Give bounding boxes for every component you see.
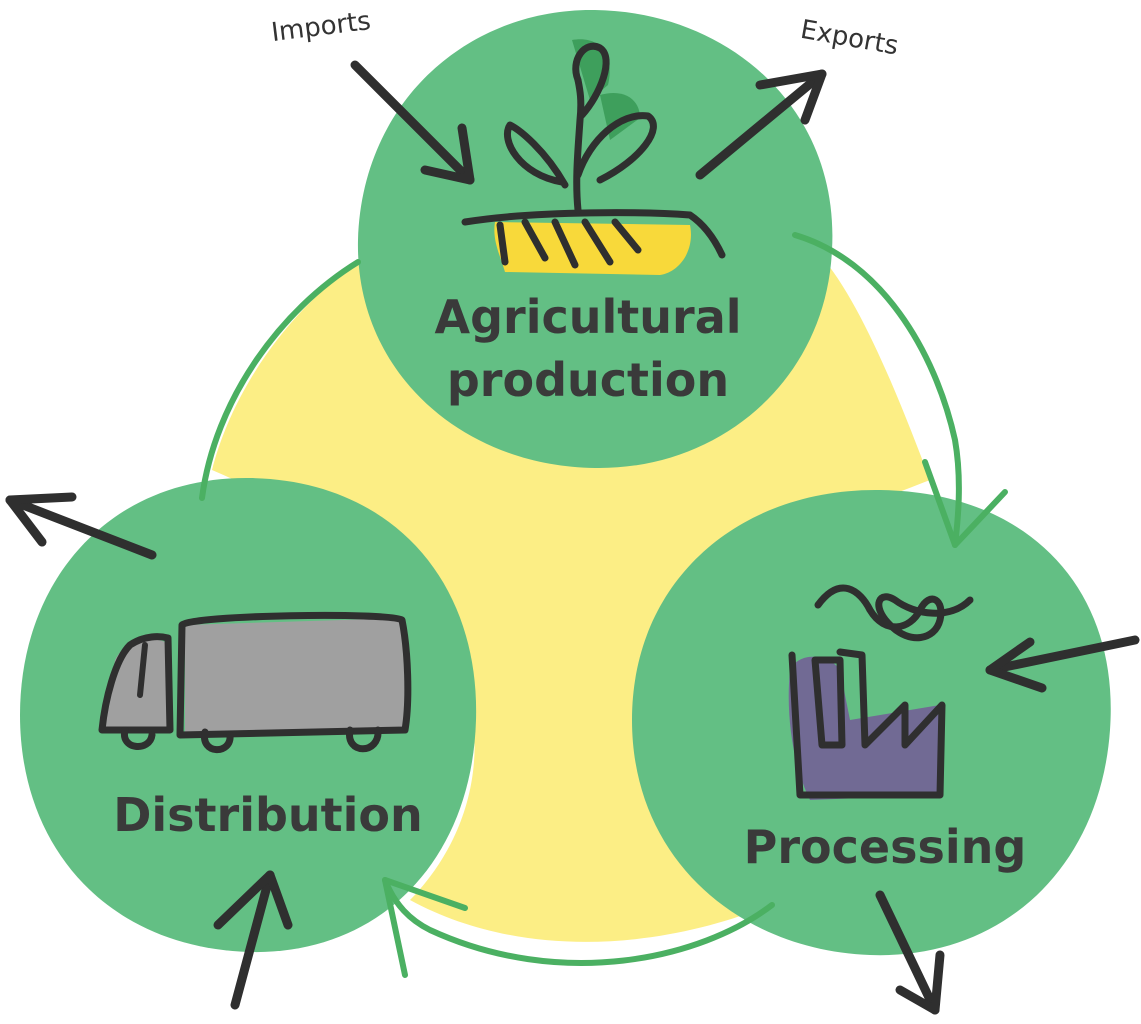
cycle-arrow-line <box>792 232 962 548</box>
cycle-arrow-line <box>199 259 361 501</box>
cycle-arrow-line <box>382 877 775 966</box>
import-arrow-distribution <box>213 870 293 1010</box>
plant-icon <box>461 39 726 275</box>
import-arrow-agri <box>350 60 475 185</box>
export-arrow-distribution <box>5 492 157 560</box>
node-label-agricultural-line2: production <box>447 353 729 407</box>
node-label-agricultural: Agricultural <box>435 290 742 344</box>
flow-label-exports: Exports <box>798 15 900 62</box>
import-arrow-processing <box>985 635 1140 693</box>
arrowhead-icon <box>382 877 468 978</box>
center-area <box>212 255 930 942</box>
arrowhead-icon <box>922 459 1008 548</box>
soil-patch <box>494 222 691 275</box>
cycle-arrow-processing-to-distribution <box>382 877 775 978</box>
flow-label-imports: Imports <box>270 6 373 48</box>
factory-icon <box>788 584 974 800</box>
export-arrow-agri <box>695 69 827 180</box>
export-arrow-processing <box>875 890 945 1015</box>
node-label-processing: Processing <box>744 820 1027 874</box>
truck-icon <box>98 611 412 754</box>
node-label-distribution: Distribution <box>113 788 423 842</box>
truck-body <box>185 618 408 735</box>
cycle-arrow-distribution-to-agri <box>199 259 361 501</box>
cycle-arrow-agri-to-processing <box>792 232 1008 548</box>
